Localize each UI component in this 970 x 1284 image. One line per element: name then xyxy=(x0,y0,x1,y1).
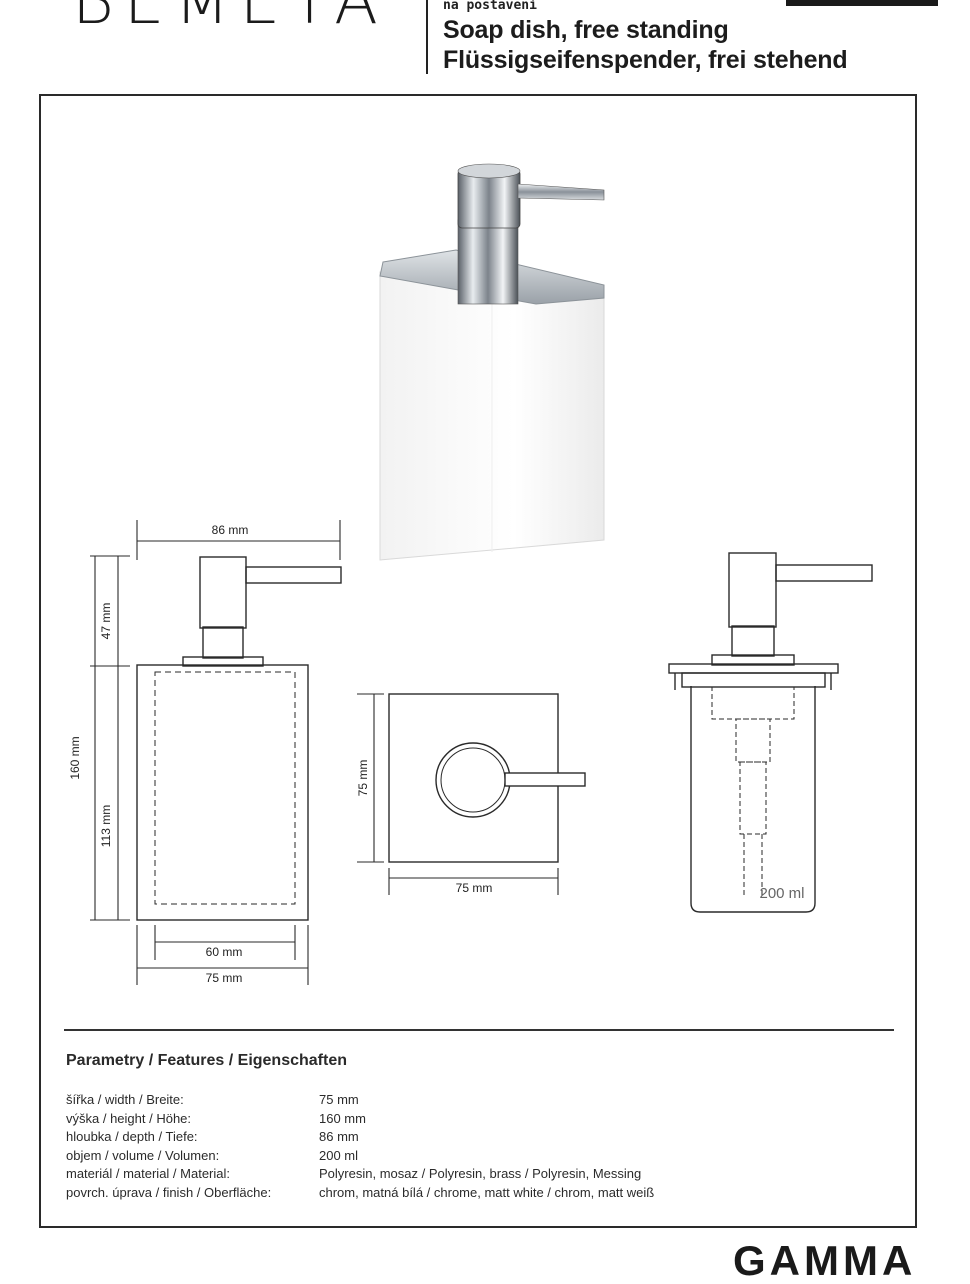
plan-view xyxy=(388,693,586,863)
feature-row-height: výška / height / Höhe: 160 mm xyxy=(66,1111,654,1130)
feature-key: hloubka / depth / Tiefe: xyxy=(66,1129,198,1144)
feature-row-volume: objem / volume / Volumen: 200 ml xyxy=(66,1148,654,1167)
front-dimensions xyxy=(90,520,341,985)
feature-value: 200 ml xyxy=(319,1147,359,1163)
feature-key: materiál / material / Material: xyxy=(66,1166,230,1181)
feature-value: chrom, matná bílá / chrome, matt white /… xyxy=(319,1184,655,1200)
product-title-en: Soap dish, free standing xyxy=(443,16,729,44)
volume-label: 200 ml xyxy=(759,885,804,902)
product-title-de: Flüssigseifenspender, frei stehend xyxy=(443,46,848,74)
dim-plan-height: 75 mm xyxy=(356,760,370,797)
brand-logo: BEMETA xyxy=(72,0,388,39)
dim-width-top: 86 mm xyxy=(212,523,249,537)
product-photo xyxy=(379,163,605,561)
plan-dimensions xyxy=(357,693,559,895)
features-title: Parametry / Features / Eigenschaften xyxy=(66,1052,347,1069)
features-divider xyxy=(64,1029,894,1031)
footer-brand: GAMMA xyxy=(733,1237,917,1284)
dim-height-top: 47 mm xyxy=(99,603,113,640)
dim-height-body: 113 mm xyxy=(99,805,113,847)
feature-key: povrch. úprava / finish / Oberfläche: xyxy=(66,1184,272,1200)
feature-row-depth: hloubka / depth / Tiefe: 86 mm xyxy=(66,1129,654,1148)
header-corner-bar xyxy=(786,0,938,6)
feature-value: 160 mm xyxy=(319,1110,366,1126)
dim-inner-width: 60 mm xyxy=(206,945,243,959)
feature-row-width: šířka / width / Breite: 75 mm xyxy=(66,1092,654,1111)
feature-value: 86 mm xyxy=(319,1129,359,1144)
feature-key: šířka / width / Breite: xyxy=(66,1092,184,1107)
product-title-cz: na postavení xyxy=(443,0,537,13)
feature-value: 75 mm xyxy=(319,1092,359,1107)
front-view xyxy=(136,556,342,921)
section-view xyxy=(668,552,873,913)
dim-outer-width: 75 mm xyxy=(206,971,243,985)
header-divider xyxy=(426,0,428,74)
feature-value: Polyresin, mosaz / Polyresin, brass / Po… xyxy=(319,1166,642,1181)
feature-key: výška / height / Höhe: xyxy=(66,1110,192,1126)
sheet-frame xyxy=(39,94,917,1228)
features-table: šířka / width / Breite: 75 mm výška / he… xyxy=(66,1092,654,1203)
feature-row-material: materiál / material / Material: Polyresi… xyxy=(66,1166,654,1185)
feature-row-finish: povrch. úprava / finish / Oberfläche: ch… xyxy=(66,1185,654,1204)
feature-key: objem / volume / Volumen: xyxy=(66,1147,220,1163)
dim-plan-width: 75 mm xyxy=(456,881,493,895)
dim-height-total: 160 mm xyxy=(68,736,82,779)
